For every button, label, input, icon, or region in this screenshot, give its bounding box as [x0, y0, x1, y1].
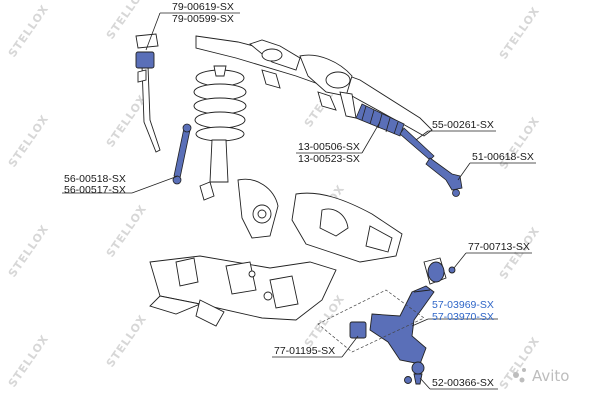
ball-joint — [404, 361, 425, 385]
stabilizer-bar — [137, 65, 161, 153]
avito-wordmark: Avito — [532, 367, 570, 385]
label-control-arm-1: 57-03969-SX — [432, 299, 494, 311]
watermark-text: STELLOX — [6, 222, 52, 279]
label-stab-link-2: 56-00517-SX — [64, 184, 126, 196]
label-ball-joint: 52-00366-SX — [432, 377, 494, 389]
label-stab-bushing-1: 79-00619-SX — [172, 1, 234, 13]
control-arm — [369, 285, 435, 365]
subframe — [149, 192, 403, 327]
watermark-right: STELLOX STELLOX STELLOX STELLOX STELLOX … — [302, 4, 543, 391]
avito-mark: Avito — [513, 367, 570, 385]
steering-rack — [195, 35, 433, 137]
part-labels: 79-00619-SX 79-00599-SX 13-00506-SX 13-0… — [64, 1, 534, 389]
label-inner-tie-rod: 55-00261-SX — [432, 119, 494, 131]
stabilizer-bushing — [135, 33, 159, 69]
spring-strut — [193, 65, 247, 183]
label-tie-rod-boot-1: 13-00506-SX — [298, 141, 360, 153]
arm-bushing-front — [349, 321, 367, 339]
arm-bushing-rear — [423, 257, 456, 285]
avito-dot-icon — [513, 372, 519, 378]
watermark-text: STELLOX — [6, 2, 52, 59]
stabilizer-link — [172, 123, 192, 185]
label-stab-bushing-2: 79-00599-SX — [172, 13, 234, 25]
label-arm-bushing-rear: 77-00713-SX — [468, 241, 530, 253]
watermark-text: STELLOX — [6, 112, 52, 169]
watermark-text: STELLOX — [104, 202, 150, 259]
mounting-guide — [317, 289, 425, 353]
watermark-text: STELLOX — [104, 312, 150, 369]
label-tie-rod-end: 51-00618-SX — [472, 151, 534, 163]
avito-dot-icon — [522, 368, 526, 372]
watermark-text: STELLOX — [6, 332, 52, 389]
steering-knuckle — [199, 178, 279, 239]
label-arm-bushing-front: 77-01195-SX — [274, 345, 335, 357]
tie-rod-boot — [355, 103, 405, 137]
label-stab-link-1: 56-00518-SX — [64, 173, 126, 185]
label-control-arm-2: 57-03970-SX — [432, 311, 494, 323]
leader-lines — [62, 12, 536, 390]
label-tie-rod-boot-2: 13-00523-SX — [298, 153, 360, 165]
watermark-text: STELLOX — [104, 92, 150, 149]
tie-rod-end — [425, 157, 463, 197]
watermark-text: STELLOX — [497, 4, 543, 61]
avito-dot-icon — [519, 377, 525, 383]
